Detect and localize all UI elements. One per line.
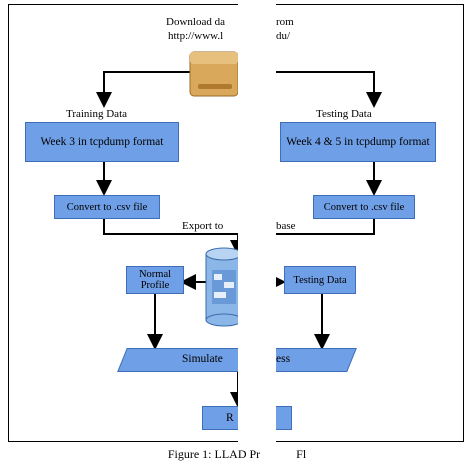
source-label-line1-right: rom xyxy=(276,16,294,28)
database-icon xyxy=(205,247,243,327)
caption-left: Figure 1: LLAD Pr xyxy=(167,447,261,461)
simulate-label-left: Simulate xyxy=(182,353,223,365)
simulate-label-right: ess xyxy=(276,353,291,365)
image-split-gap xyxy=(238,0,276,464)
folder-icon xyxy=(189,51,239,97)
connector-left-to-db xyxy=(103,218,238,235)
testing-data-label: Testing Data xyxy=(316,108,372,120)
source-label-line2-right: du/ xyxy=(276,30,291,42)
normal-profile-box: Normal Profile xyxy=(126,266,184,294)
figure-caption: Figure 1: LLAD Pr Fl xyxy=(0,447,474,462)
simulate-process-shape xyxy=(117,348,357,372)
export-label-left: Export to xyxy=(182,220,224,232)
export-label-right: base xyxy=(276,220,296,232)
training-data-label: Training Data xyxy=(66,108,128,120)
result-label: R xyxy=(226,412,234,424)
source-label-line2-left: http://www.l xyxy=(168,30,224,42)
arrow-to-testing xyxy=(240,71,382,108)
connector-right-to-db xyxy=(276,218,375,235)
testing-data-box: Testing Data xyxy=(284,266,356,294)
arrow-to-training xyxy=(96,71,190,108)
caption-right: Fl xyxy=(296,447,307,461)
source-label-line1-left: Download da xyxy=(166,16,225,28)
week45-tcpdump-box: Week 4 & 5 in tcpdump format xyxy=(280,122,436,162)
week3-tcpdump-box: Week 3 in tcpdump format xyxy=(25,122,179,162)
convert-csv-right-box: Convert to .csv file xyxy=(313,195,415,219)
convert-csv-left-box: Convert to .csv file xyxy=(54,195,160,219)
